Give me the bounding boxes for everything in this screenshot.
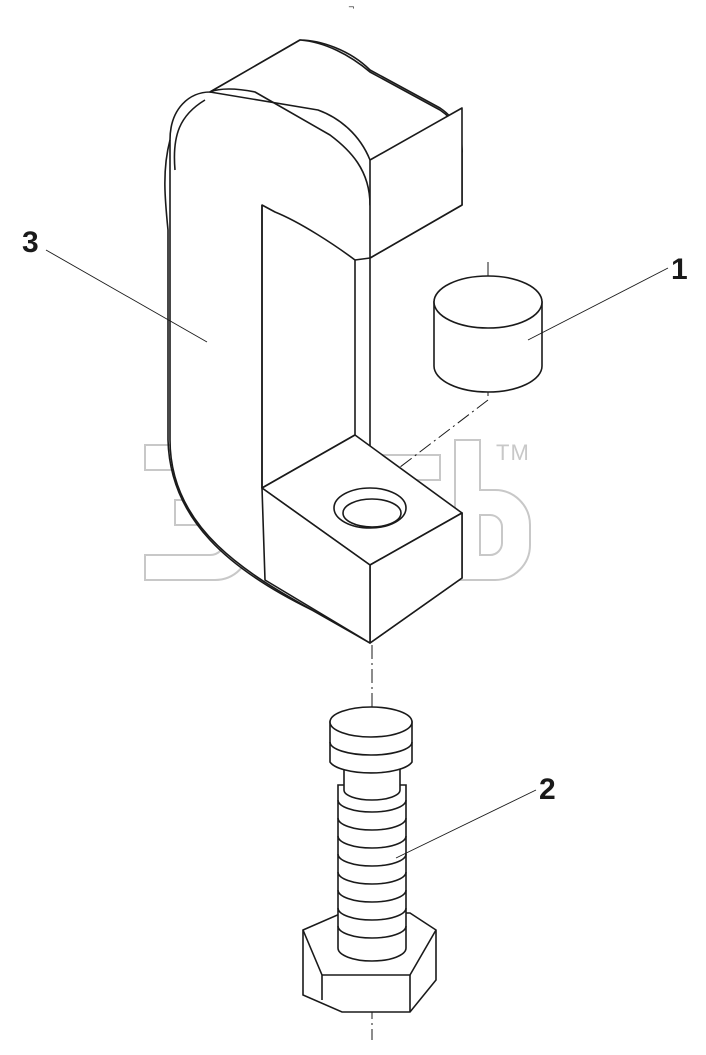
callout-label-2: 2 xyxy=(539,773,556,806)
hex-head-bolt-icon xyxy=(302,706,437,1013)
leader-line-2 xyxy=(395,789,537,859)
cylindrical-pad-icon xyxy=(433,275,543,393)
top-mark: ¬ xyxy=(348,3,355,12)
callout-label-1: 1 xyxy=(671,253,688,286)
leader-lines xyxy=(45,249,669,859)
callout-label-3: 3 xyxy=(22,226,39,259)
watermark-trademark: TM xyxy=(496,440,530,465)
leader-line-3 xyxy=(45,249,208,343)
leader-line-1 xyxy=(527,267,669,341)
c-clamp-body-icon xyxy=(164,39,463,644)
